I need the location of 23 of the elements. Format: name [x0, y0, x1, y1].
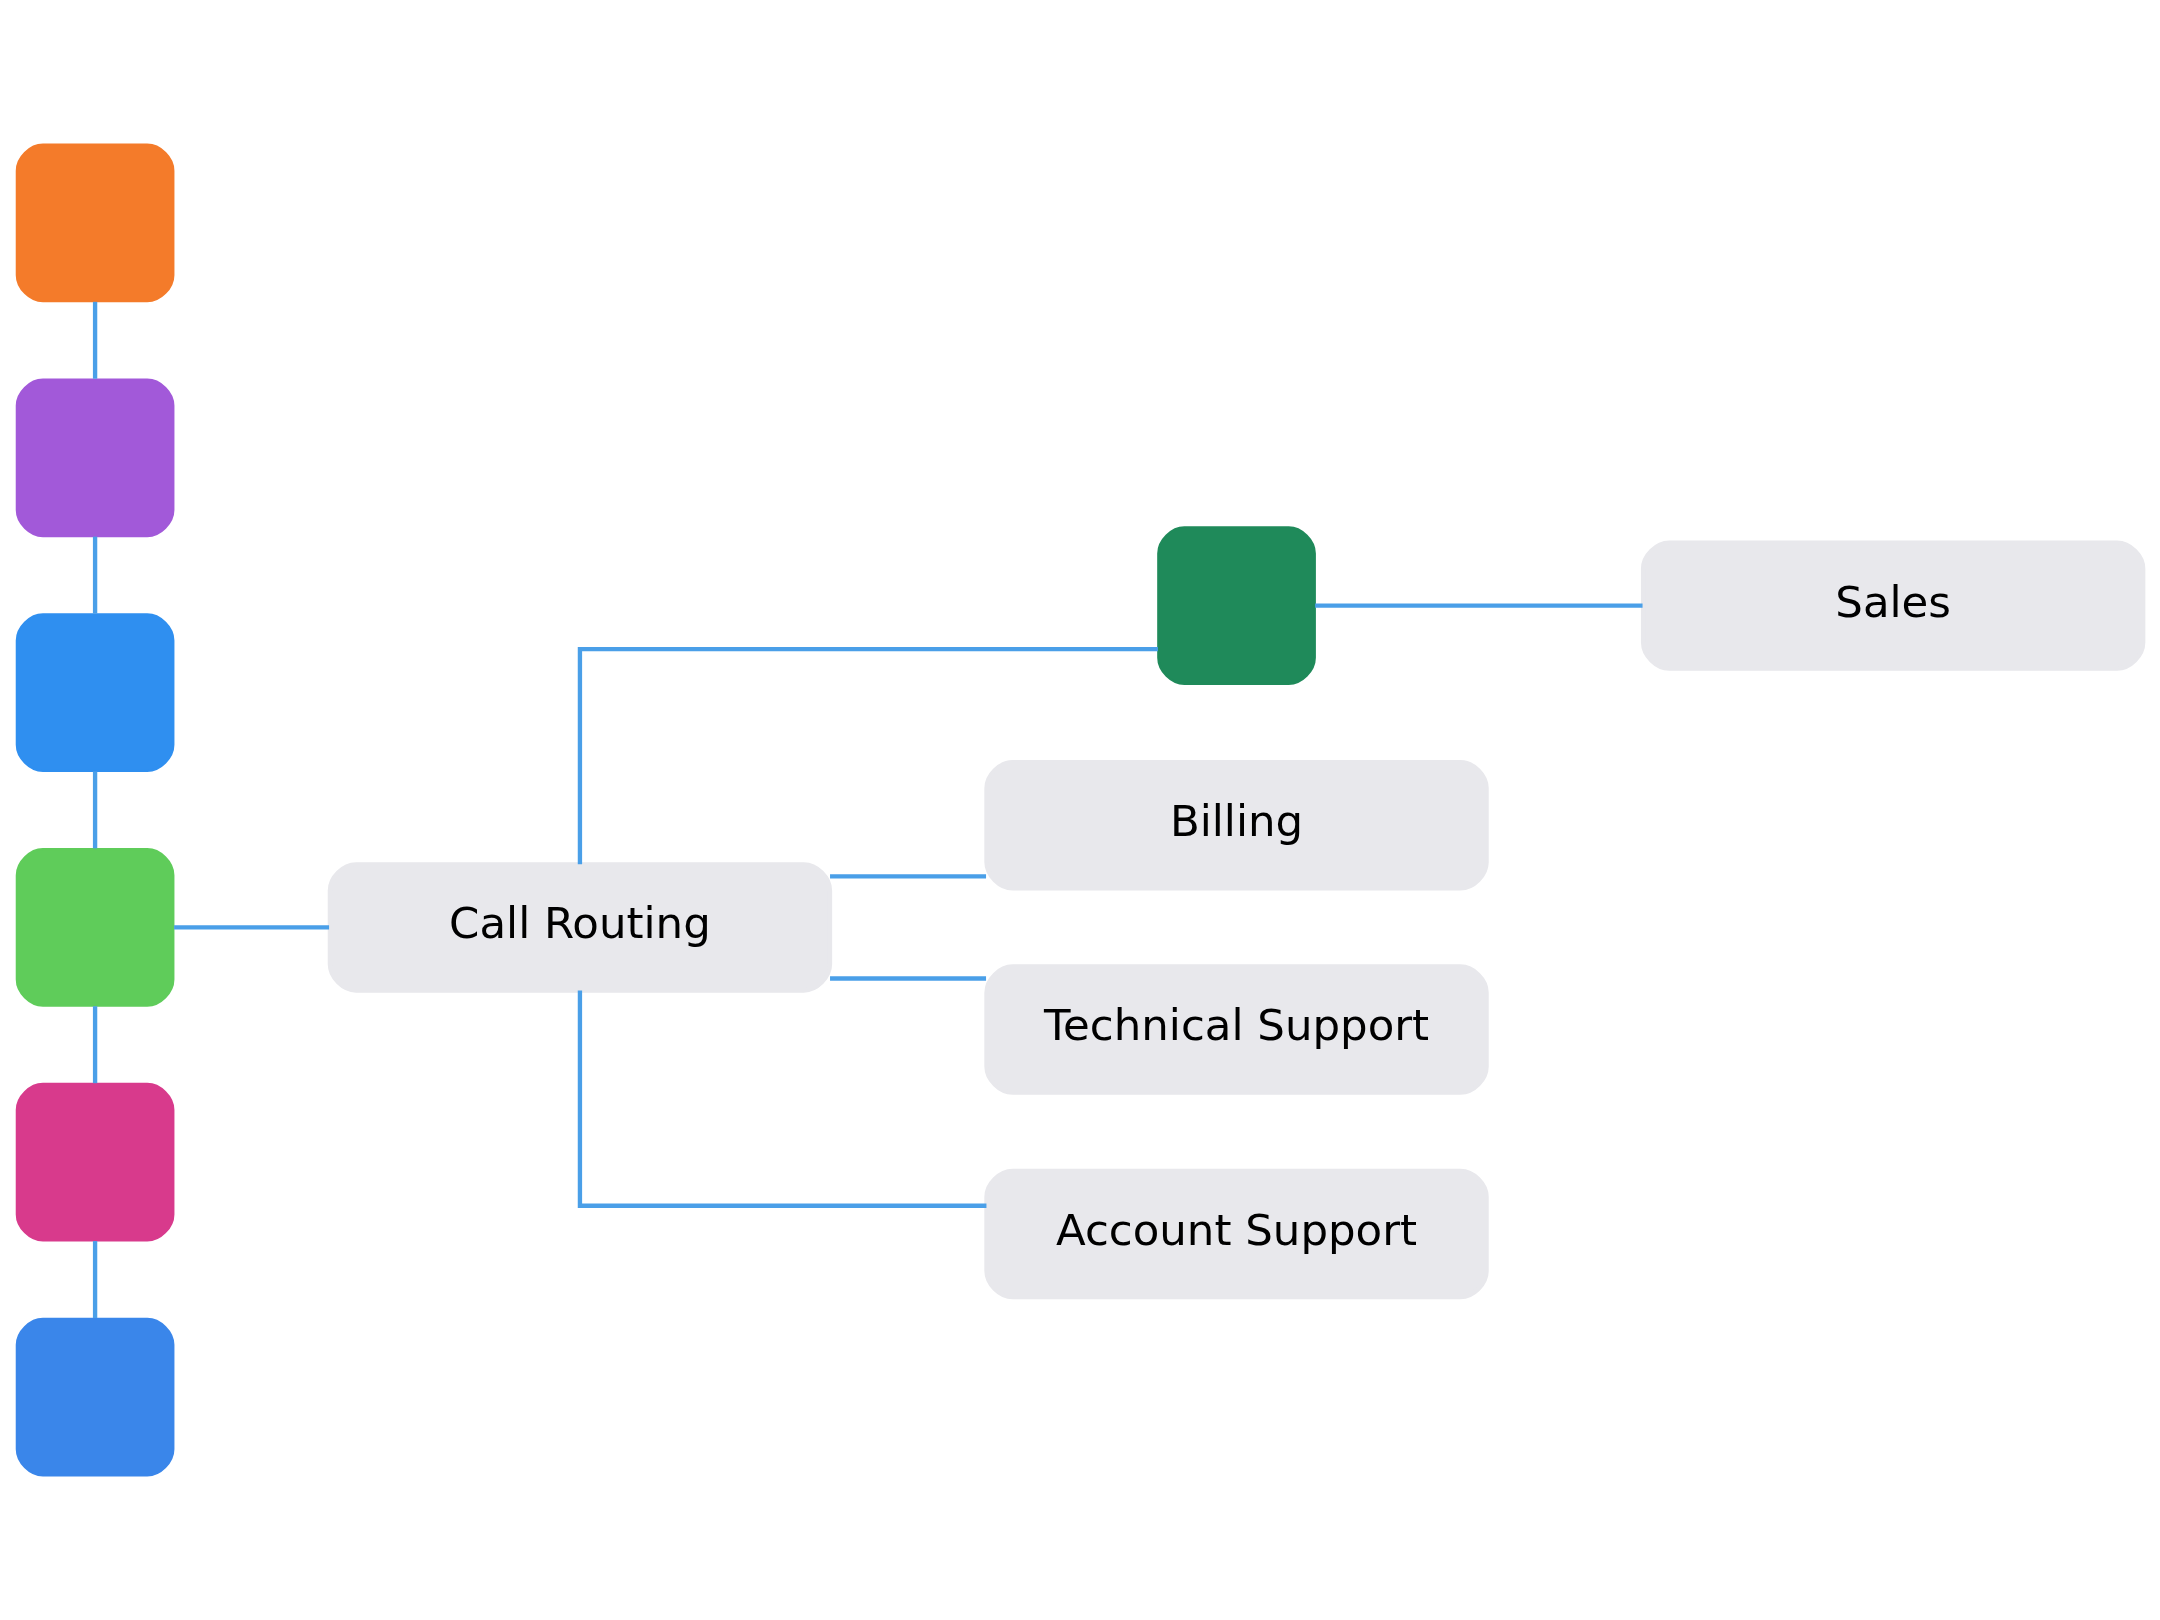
node-box — [15, 1082, 175, 1242]
node-box: Call Routing — [327, 862, 833, 993]
connector — [92, 771, 98, 849]
connector — [577, 646, 1158, 865]
node-box: Account Support — [984, 1168, 1489, 1300]
node-box: Billing — [984, 760, 1489, 891]
node-box — [15, 848, 175, 1007]
node-box — [15, 613, 175, 772]
node-box — [1157, 526, 1316, 685]
connector — [577, 990, 987, 1208]
node-box — [15, 1317, 175, 1477]
connector — [1315, 603, 1643, 608]
connector — [92, 1006, 98, 1084]
connector — [830, 976, 987, 981]
connector — [830, 874, 987, 879]
node-box: Technical Support — [984, 964, 1489, 1095]
node-box — [15, 378, 175, 538]
connector — [92, 301, 98, 379]
node-box: Sales — [1640, 540, 2146, 671]
connector — [92, 536, 98, 614]
node-box — [15, 143, 175, 303]
connector — [92, 1241, 98, 1318]
connector — [174, 925, 330, 930]
